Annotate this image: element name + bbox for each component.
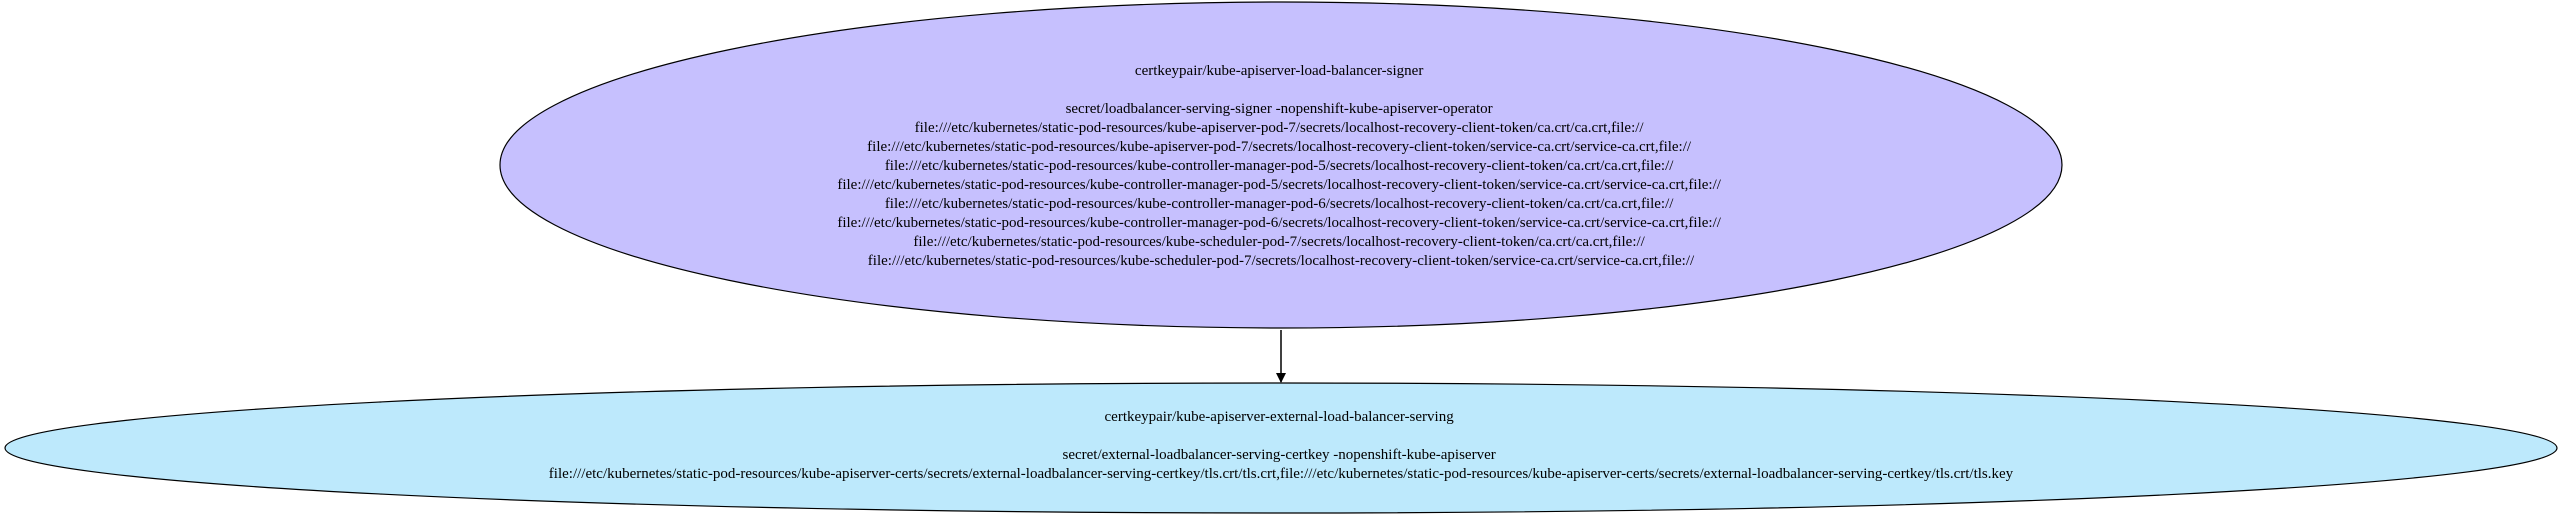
node-signer-line-10: file:///etc/kubernetes/static-pod-resour… [868,253,1695,269]
node-signer-line-4: file:///etc/kubernetes/static-pod-resour… [867,139,1692,155]
node-serving-label: certkeypair/kube-apiserver-external-load… [549,409,2014,482]
node-signer-line-7: file:///etc/kubernetes/static-pod-resour… [885,196,1674,212]
node-signer-ellipse [499,1,2063,329]
node-signer-line-8: file:///etc/kubernetes/static-pod-resour… [837,215,1721,231]
node-signer-line-3: file:///etc/kubernetes/static-pod-resour… [915,120,1645,136]
node-serving-line-3: file:///etc/kubernetes/static-pod-resour… [549,466,2014,482]
node-signer-line-5: file:///etc/kubernetes/static-pod-resour… [885,158,1674,174]
node-signer-line-0: certkeypair/kube-apiserver-load-balancer… [1135,63,1423,79]
node-serving-ellipse [4,382,2558,514]
node-serving-line-2: secret/external-loadbalancer-serving-cer… [1063,447,1496,463]
node-signer-line-2: secret/loadbalancer-serving-signer -nope… [1066,101,1493,117]
node-serving[interactable]: certkeypair/kube-apiserver-external-load… [4,382,2558,514]
node-signer-line-9: file:///etc/kubernetes/static-pod-resour… [913,234,1645,250]
node-signer[interactable]: certkeypair/kube-apiserver-load-balancer… [499,1,2063,329]
node-serving-line-0: certkeypair/kube-apiserver-external-load… [1105,409,1455,425]
node-signer-label: certkeypair/kube-apiserver-load-balancer… [837,63,1724,269]
node-signer-line-6: file:///etc/kubernetes/static-pod-resour… [837,177,1721,193]
